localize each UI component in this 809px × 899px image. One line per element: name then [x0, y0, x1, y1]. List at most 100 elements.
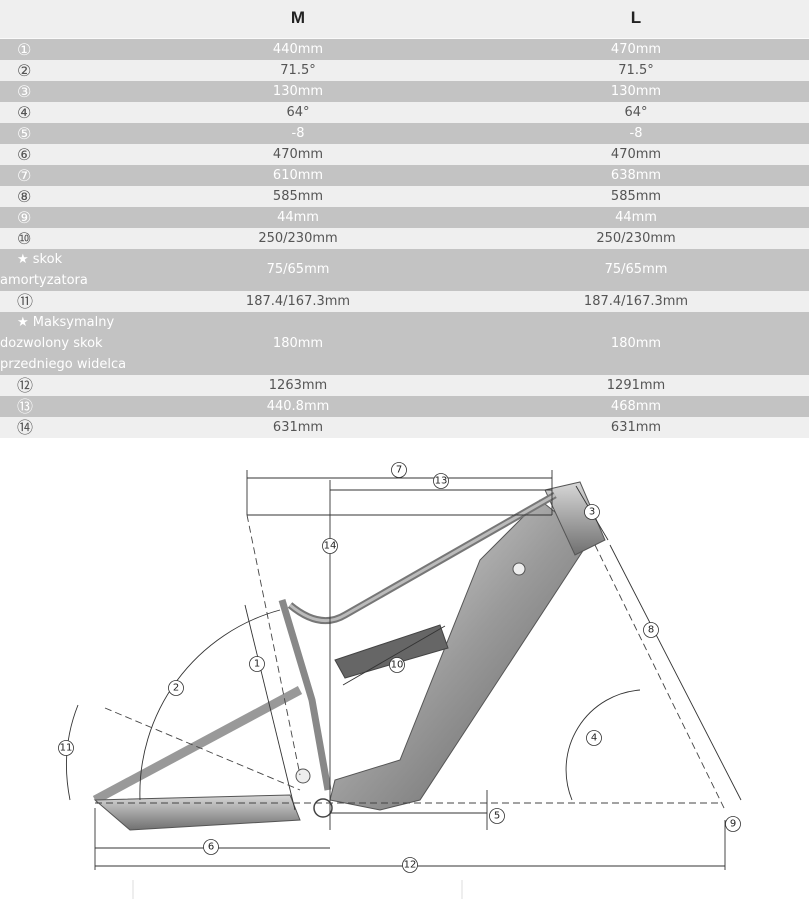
dimension-marker-d1 — [249, 656, 265, 672]
table-row: ② 71.5° 71.5° — [0, 60, 809, 81]
row-label: ⑬ — [17, 397, 34, 416]
row-label: ② — [17, 61, 32, 80]
value-l: 1291mm — [606, 378, 666, 393]
dimension-label-d8: 8 — [648, 625, 654, 636]
value-l: 631mm — [610, 420, 662, 435]
dimension-label-d6: 6 — [208, 842, 214, 853]
dimension-marker-d10 — [389, 657, 405, 673]
value-m: 130mm — [272, 84, 324, 99]
value-m: 470mm — [272, 147, 324, 162]
dimension-marker-d4 — [586, 730, 602, 746]
dimension-marker-d12 — [402, 857, 418, 873]
value-m: 180mm — [272, 336, 324, 351]
table-row: ⑤ -8 -8 — [0, 123, 809, 144]
value-m: 64° — [286, 105, 310, 120]
value-m: -8 — [291, 126, 305, 141]
geometry-table: M L ① 440mm 470mm ② 71.5° 71.5° ③ 130mm 130mm ④ 64… — [0, 0, 809, 438]
table-row: ⑥ 470mm 470mm — [0, 144, 809, 165]
value-l: 638mm — [610, 168, 662, 183]
dimension-marker-d6 — [203, 839, 219, 855]
value-l: 180mm — [610, 336, 662, 351]
table-row: ⑨ 44mm 44mm — [0, 207, 809, 228]
table-header: M L — [0, 0, 809, 39]
value-m: 585mm — [272, 189, 324, 204]
dimension-label-d9: 9 — [730, 819, 736, 830]
dimension-label-d13: 13 — [435, 476, 448, 487]
table-row: ① 440mm 470mm — [0, 39, 809, 60]
dimension-marker-d3 — [584, 504, 600, 520]
table-row: ⑪ 187.4/167.3mm 187.4/167.3mm — [0, 291, 809, 312]
dimension-label-d10: 10 — [391, 660, 404, 671]
table-row: ⑧ 585mm 585mm — [0, 186, 809, 207]
value-l: 64° — [624, 105, 648, 120]
value-l: 44mm — [615, 210, 657, 225]
row-label: ⑪ — [17, 292, 34, 311]
value-l: -8 — [629, 126, 643, 141]
table-row: ⑩ 250/230mm 250/230mm — [0, 228, 809, 249]
table-row: ④ 64° 64° — [0, 102, 809, 123]
dimension-label-d12: 12 — [404, 860, 417, 871]
dimension-label-d1: 1 — [254, 659, 260, 670]
table-row: ⑭ 631mm 631mm — [0, 417, 809, 438]
dimension-label-d3: 3 — [589, 507, 595, 518]
row-label: ★ skok amortyzatora — [0, 252, 88, 288]
table-row: ⑬ 440.8mm 468mm — [0, 396, 809, 417]
dimension-marker-d14 — [322, 538, 338, 554]
row-label: ① — [17, 40, 32, 59]
dimension-marker-d8 — [643, 622, 659, 638]
value-m: 440mm — [272, 42, 324, 57]
value-m: 631mm — [272, 420, 324, 435]
row-label: ⑨ — [17, 208, 32, 227]
row-label: ★ Maksymalny dozwolony skok przedniego w… — [0, 315, 127, 372]
value-l: 468mm — [610, 399, 662, 414]
value-l: 187.4/167.3mm — [583, 294, 689, 309]
row-label: ⑦ — [17, 166, 32, 185]
value-l: 470mm — [610, 147, 662, 162]
dimension-label-d5: 5 — [494, 811, 500, 822]
row-label: ④ — [17, 103, 32, 122]
dimension-label-d4: 4 — [591, 733, 597, 744]
column-header-l: L — [630, 8, 642, 27]
row-label: ⑩ — [17, 229, 32, 248]
value-l: 71.5° — [618, 63, 654, 78]
dimension-lines — [66, 470, 742, 899]
table-row: ⑦ 610mm 638mm — [0, 165, 809, 186]
value-m: 187.4/167.3mm — [245, 294, 351, 309]
value-l: 75/65mm — [604, 262, 668, 277]
dimension-marker-d7 — [391, 462, 407, 478]
bike-frame — [92, 481, 606, 831]
value-m: 44mm — [277, 210, 319, 225]
table-row: ③ 130mm 130mm — [0, 81, 809, 102]
dimension-marker-d5 — [489, 808, 505, 824]
value-l: 585mm — [610, 189, 662, 204]
value-m: 71.5° — [280, 63, 316, 78]
dimension-label-d11: 11 — [60, 743, 73, 754]
value-m: 440.8mm — [266, 399, 330, 414]
dimension-marker-d13 — [433, 473, 449, 489]
column-header-m: M — [290, 8, 306, 27]
row-label: ⑧ — [17, 187, 32, 206]
dimension-label-d2: 2 — [173, 683, 179, 694]
value-m: 1263mm — [268, 378, 328, 393]
dimension-marker-d9 — [725, 816, 741, 832]
value-l: 470mm — [610, 42, 662, 57]
table-row: ★ Maksymalny dozwolony skok przedniego w… — [0, 312, 809, 375]
dimension-marker-d2 — [168, 680, 184, 696]
row-label: ⑥ — [17, 145, 32, 164]
value-l: 250/230mm — [596, 231, 676, 246]
value-m: 250/230mm — [258, 231, 338, 246]
table-row: ★ skok amortyzatora 75/65mm 75/65mm — [0, 249, 809, 291]
value-l: 130mm — [610, 84, 662, 99]
value-m: 75/65mm — [266, 262, 330, 277]
row-label: ⑫ — [17, 376, 34, 395]
dimension-label-d7: 7 — [396, 465, 402, 476]
row-label: ⑤ — [17, 124, 32, 143]
dimension-marker-d11 — [58, 740, 74, 756]
dimension-label-d14: 14 — [324, 541, 337, 552]
row-label: ③ — [17, 82, 32, 101]
row-label: ⑭ — [17, 418, 34, 437]
value-m: 610mm — [272, 168, 324, 183]
table-row: ⑫ 1263mm 1291mm — [0, 375, 809, 396]
